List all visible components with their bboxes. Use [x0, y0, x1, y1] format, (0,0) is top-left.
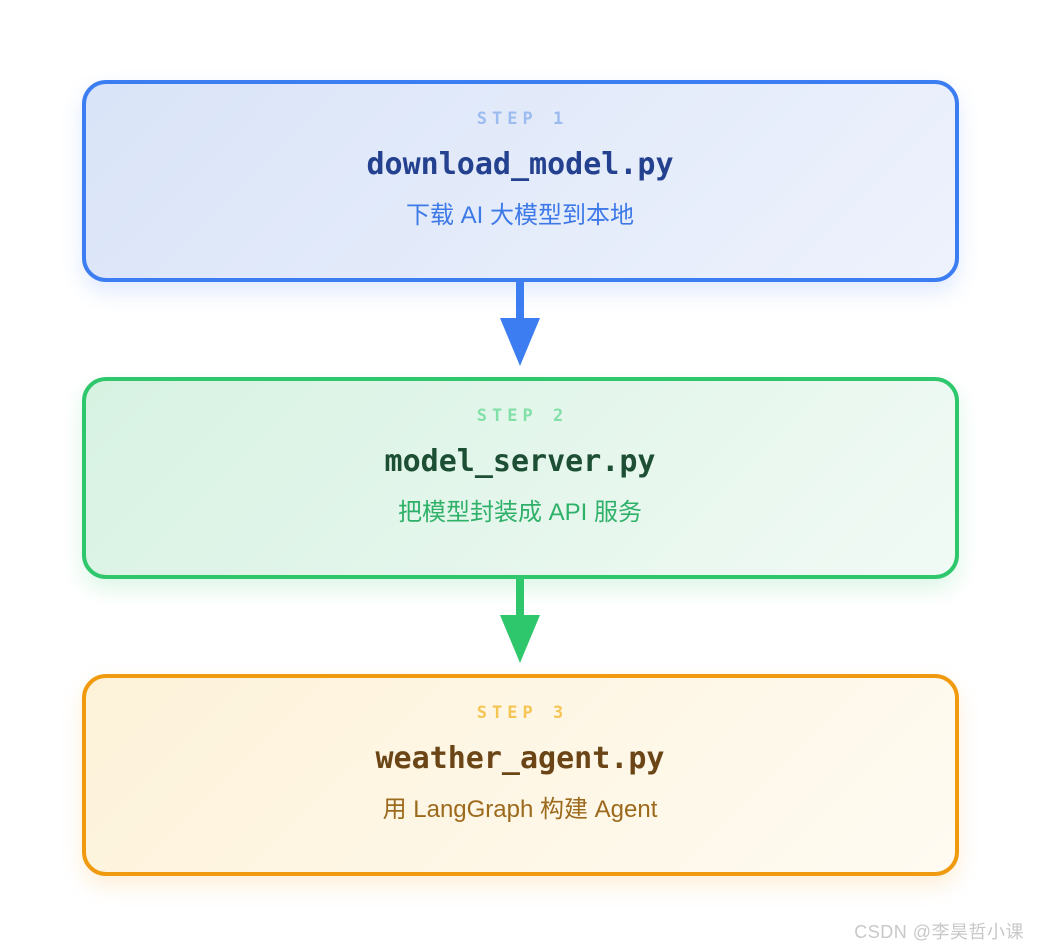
step-1-description: 下载 AI 大模型到本地 — [405, 202, 634, 229]
step-3-label: STEP 3 — [476, 703, 569, 723]
arrow-head — [500, 615, 540, 663]
step-3-box: STEP 3 weather_agent.py 用 LangGraph 构建 A… — [81, 674, 959, 876]
csdn-watermark: CSDN @李昊哲小课 — [854, 922, 1024, 942]
pipeline-flowchart: STEP 1 download_model.py 下载 AI 大模型到本地 ST… — [0, 80, 1040, 876]
step-3-filename: weather_agent.py — [375, 741, 665, 776]
arrow-head — [500, 318, 540, 366]
arrow-down-icon-1 — [500, 282, 540, 366]
step-1-filename: download_model.py — [366, 147, 674, 182]
arrow-down-icon-2 — [500, 579, 540, 663]
step-3-description: 用 LangGraph 构建 Agent — [382, 796, 658, 823]
step-2-filename: model_server.py — [384, 444, 656, 479]
step-2-description: 把模型封装成 API 服务 — [397, 499, 643, 526]
step-1-label: STEP 1 — [476, 109, 569, 129]
arrow-stem — [516, 282, 524, 324]
step-2-label: STEP 2 — [476, 406, 569, 426]
arrow-stem — [516, 579, 524, 621]
step-1-box: STEP 1 download_model.py 下载 AI 大模型到本地 — [81, 80, 959, 282]
step-2-box: STEP 2 model_server.py 把模型封装成 API 服务 — [81, 377, 959, 579]
